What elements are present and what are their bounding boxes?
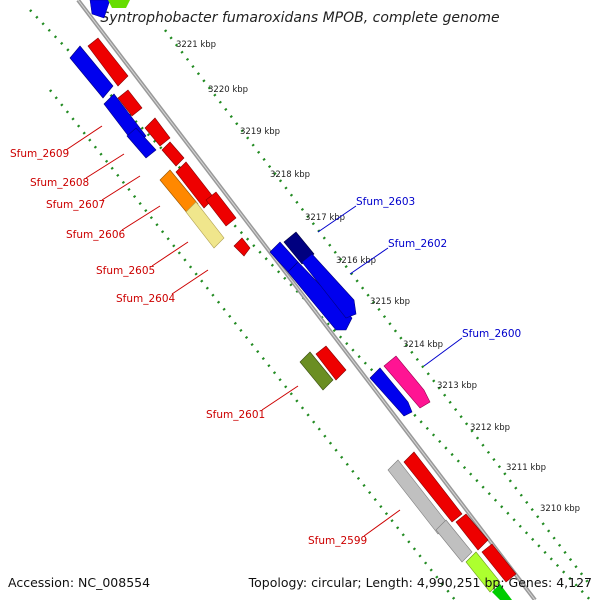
reverse-gene-labels: Sfum_2609 Sfum_2608 Sfum_2607 Sfum_2606 …	[10, 125, 401, 547]
gene-arrow[interactable]	[205, 191, 237, 227]
gene-label-sfum-2600[interactable]: Sfum_2600	[462, 328, 521, 340]
gene-arrows-reverse[interactable]	[69, 37, 517, 600]
gene-label-sfum-2608[interactable]: Sfum_2608	[30, 177, 89, 189]
gene-label-sfum-2606[interactable]: Sfum_2606	[66, 229, 126, 241]
gene-arrow[interactable]	[144, 117, 171, 147]
kbp-label: 3211 kbp	[506, 463, 546, 473]
kbp-label: 3210 kbp	[540, 504, 580, 514]
kbp-label: 3218 kbp	[270, 170, 310, 180]
gene-arrow[interactable]	[465, 551, 501, 593]
gene-arrow[interactable]	[283, 231, 315, 265]
gene-arrow[interactable]	[369, 367, 413, 417]
gene-label-sfum-2603[interactable]: Sfum_2603	[356, 196, 415, 208]
gene-arrow[interactable]	[185, 201, 225, 249]
map-title: Syntrophobacter fumaroxidans MPOB, compl…	[100, 10, 500, 26]
topology-text: Topology: circular; Length: 4,990,251 bp…	[248, 575, 592, 590]
gene-arrow[interactable]	[161, 141, 185, 167]
kbp-label: 3221 kbp	[176, 40, 216, 50]
tick-track-inner-left	[49, 89, 456, 600]
tick-track-right	[164, 29, 591, 586]
gene-arrow[interactable]	[492, 584, 512, 600]
accession-text: Accession: NC_008554	[8, 575, 151, 590]
gene-arrow[interactable]	[159, 169, 199, 215]
gene-arrow[interactable]	[117, 89, 143, 117]
gene-arrows-forward[interactable]	[269, 231, 431, 417]
gene-label-sfum-2602[interactable]: Sfum_2602	[388, 238, 447, 250]
gene-arrow[interactable]	[126, 127, 157, 159]
gene-label-sfum-2607[interactable]: Sfum_2607	[46, 199, 105, 211]
gene-label-sfum-2605[interactable]: Sfum_2605	[96, 265, 155, 277]
gene-arrow[interactable]	[435, 519, 473, 563]
gene-arrow[interactable]	[299, 351, 334, 391]
gene-arrow[interactable]	[383, 355, 431, 409]
gene-arrow[interactable]	[87, 37, 129, 87]
gene-arrow[interactable]	[455, 513, 489, 551]
gene-arrow[interactable]	[481, 543, 517, 583]
kbp-label: 3219 kbp	[240, 127, 280, 137]
gene-arrow[interactable]	[301, 253, 357, 319]
kbp-scale: 3221 kbp 3220 kbp 3219 kbp 3218 kbp 3217…	[176, 40, 580, 514]
kbp-label: 3215 kbp	[370, 297, 410, 307]
gene-arrow[interactable]	[315, 345, 347, 381]
gene-arrow[interactable]	[403, 451, 463, 523]
gene-arrow[interactable]	[287, 261, 353, 331]
gene-label-sfum-2601[interactable]: Sfum_2601	[206, 409, 265, 421]
kbp-label: 3212 kbp	[470, 423, 510, 433]
gene-label-sfum-2604[interactable]: Sfum_2604	[116, 293, 176, 305]
kbp-label: 3220 kbp	[208, 85, 248, 95]
gene-label-sfum-2609[interactable]: Sfum_2609	[10, 148, 69, 160]
forward-gene-labels: Sfum_2603 Sfum_2602 Sfum_2600	[317, 196, 521, 367]
kbp-label: 3214 kbp	[403, 340, 443, 350]
kbp-label: 3213 kbp	[437, 381, 477, 391]
kbp-label: 3217 kbp	[305, 213, 345, 223]
gene-label-sfum-2599[interactable]: Sfum_2599	[308, 535, 367, 547]
gene-arrow[interactable]	[69, 45, 114, 99]
kbp-label: 3216 kbp	[336, 256, 376, 266]
gene-arrow[interactable]	[233, 237, 251, 257]
gene-top-partial[interactable]	[89, 0, 130, 19]
